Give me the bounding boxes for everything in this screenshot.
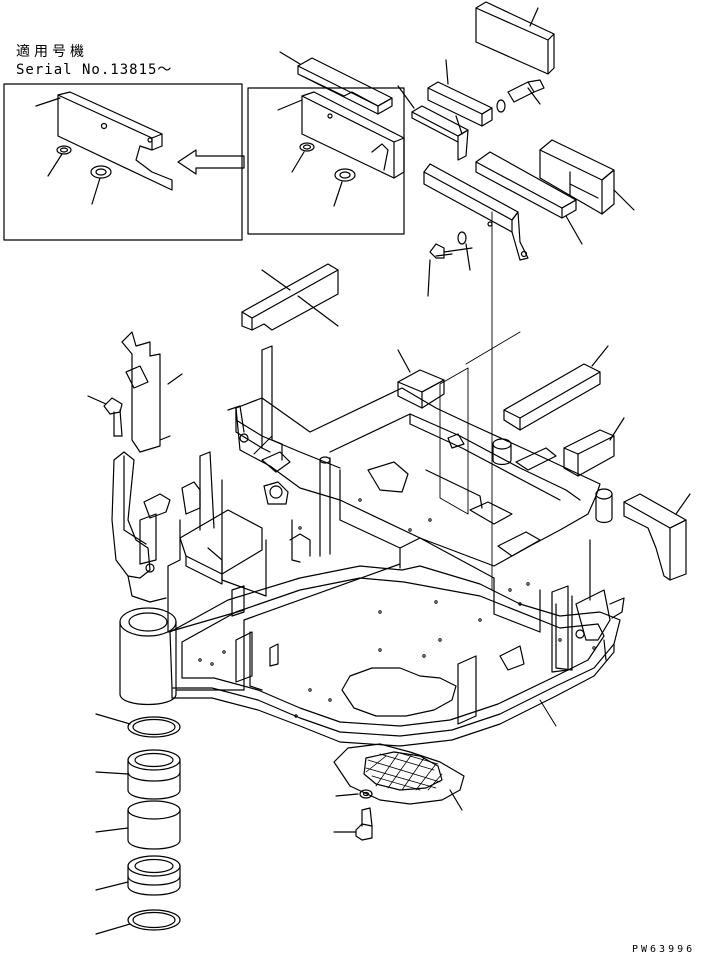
revolving-frame — [112, 332, 624, 746]
bushing-stack — [96, 714, 180, 934]
rubber-pad-top-left — [280, 52, 392, 114]
rubber-pad-left — [242, 264, 338, 330]
reference-arrow — [178, 150, 244, 174]
bolt-upper — [497, 80, 544, 112]
support-angle — [424, 164, 528, 260]
applicable-serial-number: Serial No.13815～ — [16, 62, 173, 78]
bolt-middle — [428, 232, 472, 296]
bolt-bottom — [334, 790, 372, 840]
rubber-pad-top-right — [476, 2, 554, 74]
applicable-serial-label-japanese: 適用号機 — [16, 44, 88, 60]
rubber-pad-right-block — [540, 140, 634, 214]
rubber-pad-mid-right — [504, 346, 608, 430]
inset-box-left — [4, 84, 242, 240]
strainer-cover — [334, 744, 464, 810]
rubber-pad-shaped-right — [624, 494, 690, 580]
rubber-block-right — [564, 418, 624, 476]
inset-box-center — [248, 88, 404, 234]
insulation-sheet — [440, 212, 520, 590]
bolt-left — [88, 374, 182, 436]
drawing-code: PW63996 — [632, 944, 696, 955]
leader-lines — [254, 436, 556, 726]
rubber-pad-long-bar — [476, 152, 582, 244]
spacer-blocks-upper — [398, 60, 492, 160]
